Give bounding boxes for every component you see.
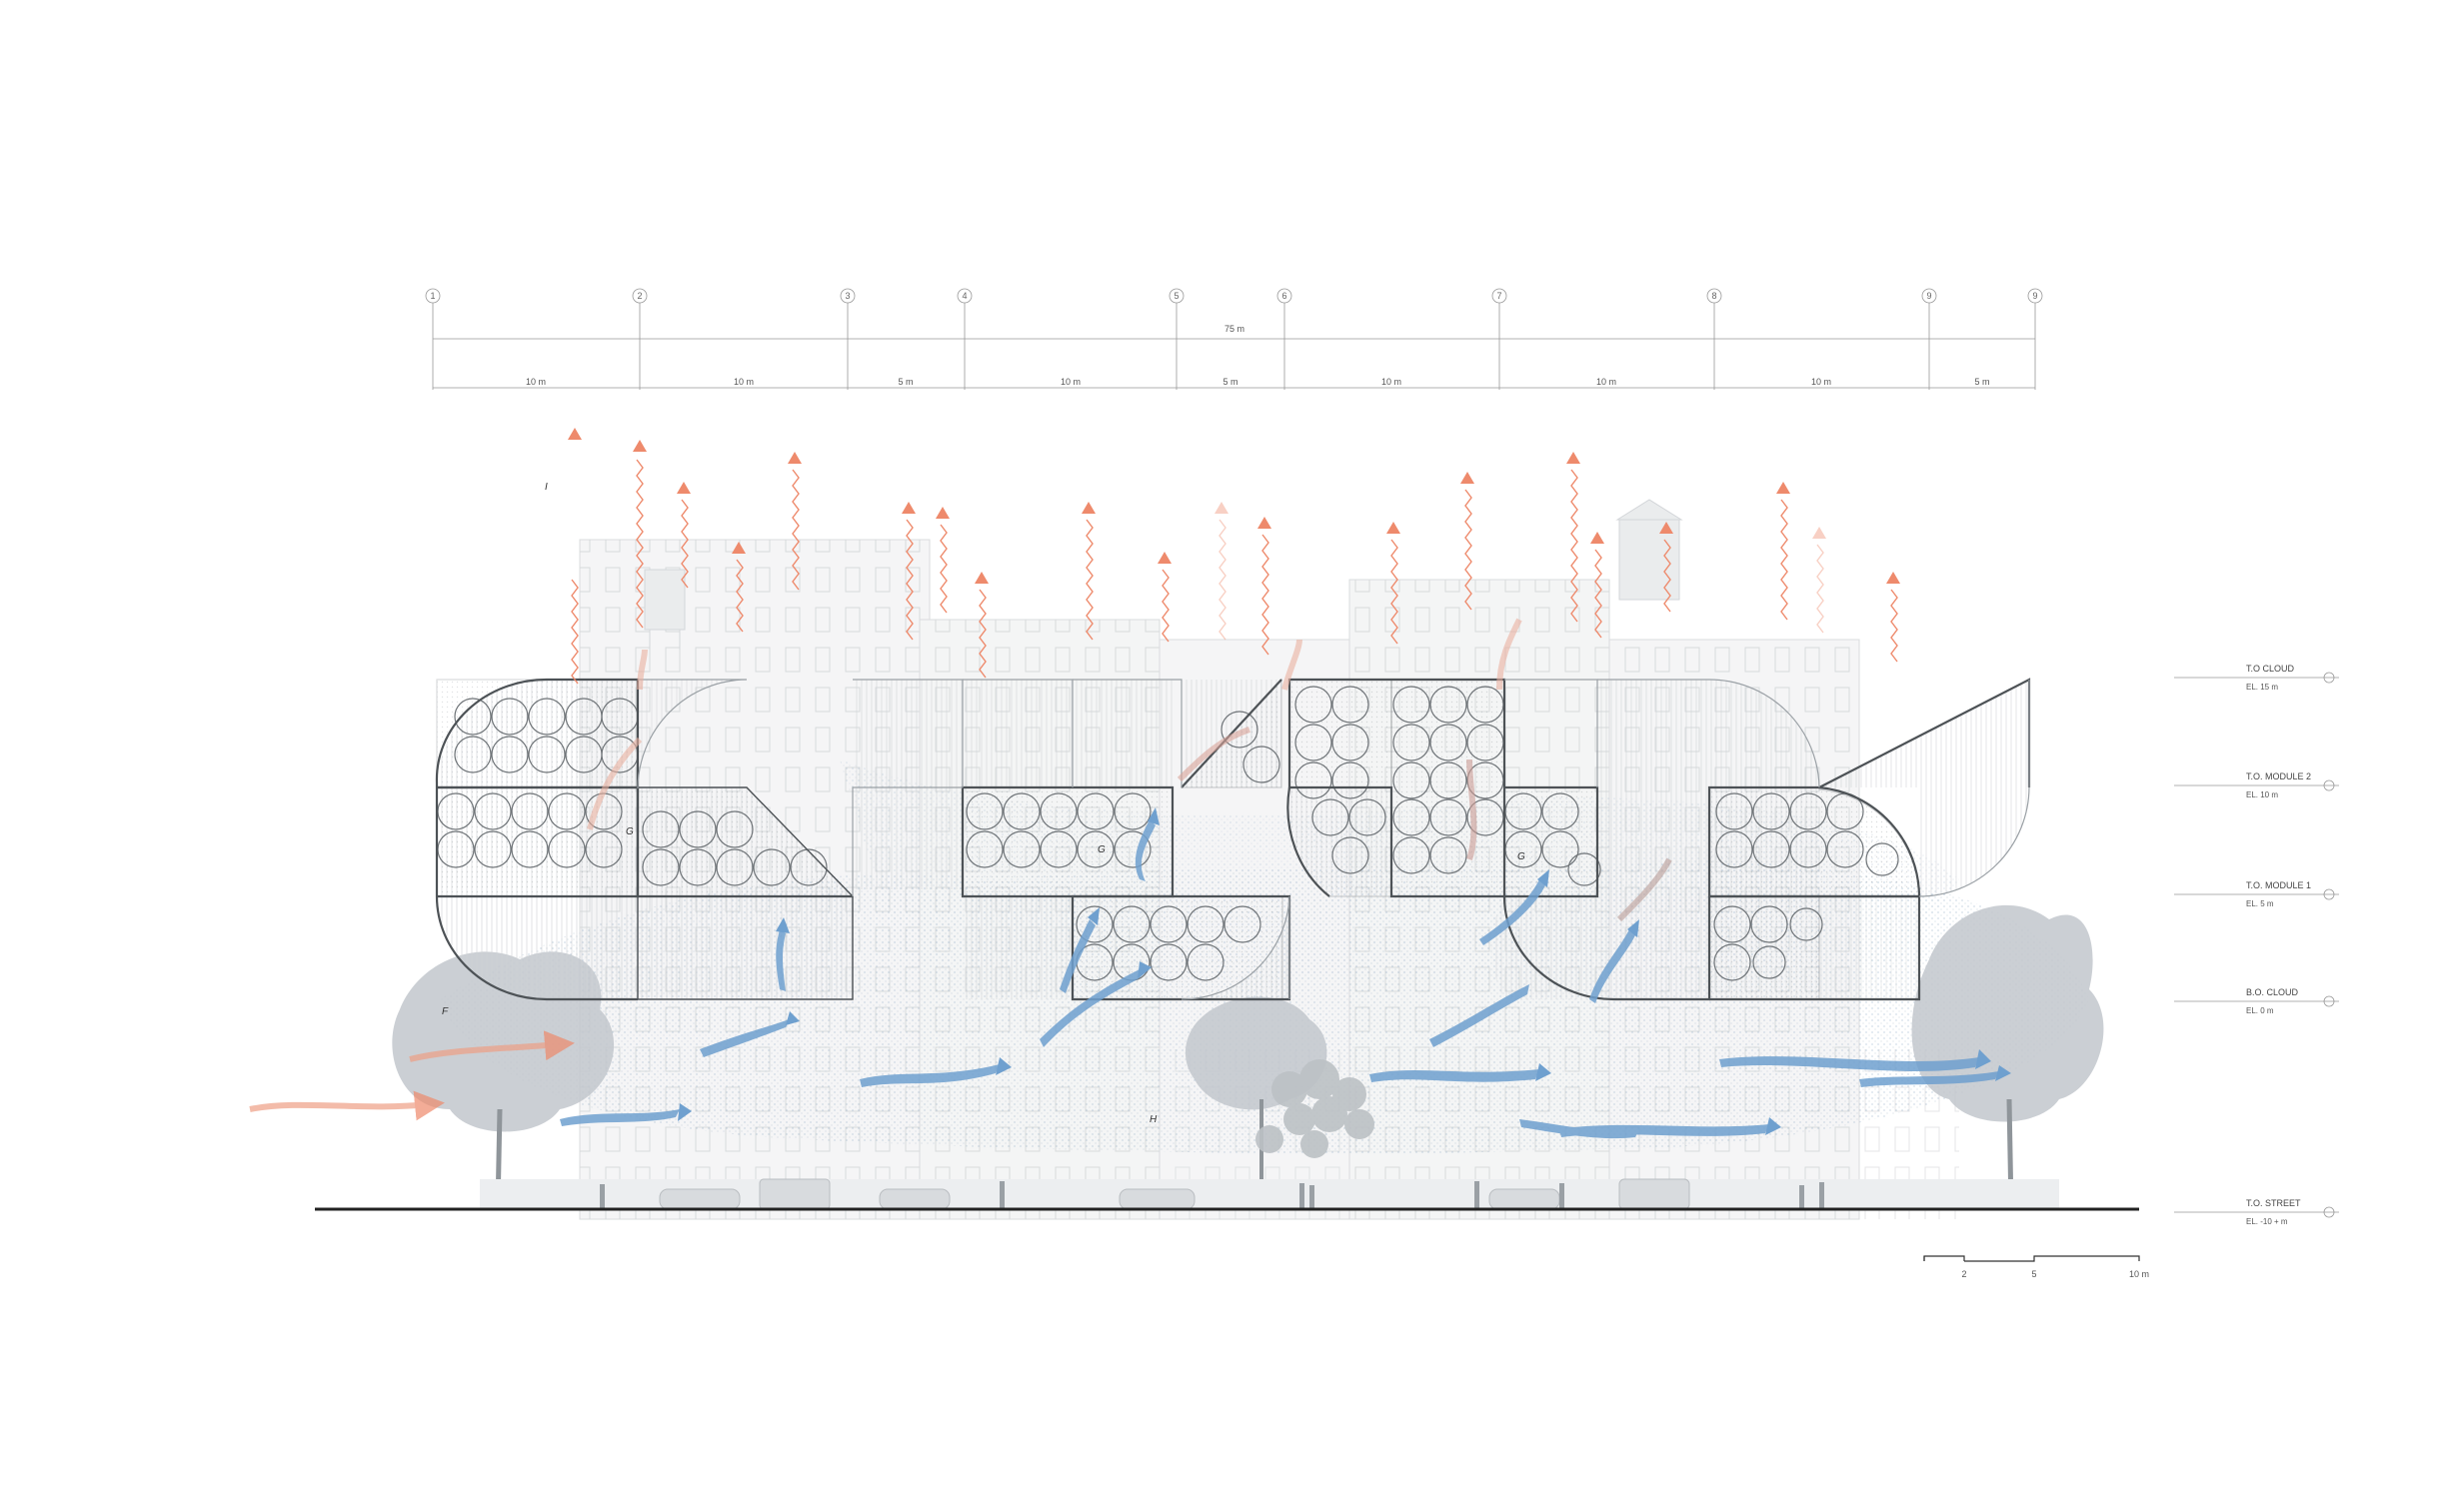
level-title: T.O. MODULE 2 [2246, 771, 2311, 781]
marker-label: G [1098, 844, 1106, 855]
module [436, 679, 639, 788]
scale-bar: 2 5 10 m [1923, 1255, 2149, 1279]
level-elevation: EL. 15 m [2246, 683, 2278, 692]
grid-number: 3 [845, 291, 850, 301]
warm-air-flow [249, 618, 1672, 1121]
rising-heat-waves [571, 459, 1898, 685]
span-dimension: 5 m [1974, 377, 1989, 387]
span-dimension: 10 m [734, 377, 754, 387]
structure-outline [435, 678, 2031, 1001]
balloon-cluster [1255, 1059, 1374, 1158]
grid-number: 1 [430, 291, 435, 301]
marker-label: G [1517, 851, 1525, 862]
overall-dimension: 75 m [1224, 324, 1244, 334]
grid-number: 9 [1926, 291, 1931, 301]
grid-number: 2 [637, 291, 642, 301]
span-dimension: 10 m [1811, 377, 1831, 387]
grid-number: 6 [1281, 291, 1286, 301]
cloud-structure [435, 678, 2031, 1001]
marker-label: H [1150, 1114, 1158, 1125]
span-dimension: 10 m [1061, 377, 1081, 387]
water-tank [644, 569, 686, 650]
grid-number: 9 [2032, 291, 2037, 301]
module [1503, 786, 1601, 897]
marker-label: F [442, 1006, 449, 1017]
street-level [480, 1178, 2059, 1210]
span-dimension: 10 m [1381, 377, 1401, 387]
heat-arrowheads [568, 428, 1900, 584]
grid-dimensions: 1 2 3 4 5 6 7 8 9 9 75 m 10 m 10 m 5 m 1… [425, 288, 2043, 390]
scale-label: 2 [1961, 1269, 1966, 1279]
scale-label: 10 m [2129, 1269, 2149, 1279]
module [436, 786, 638, 897]
level-elevation: EL. 10 m [2246, 790, 2278, 799]
grid-number: 8 [1711, 291, 1716, 301]
scale-label: 5 [2031, 1269, 2036, 1279]
level-title: T.O. MODULE 1 [2246, 880, 2311, 890]
pedestrians [600, 1181, 1824, 1209]
marker-label: I [545, 482, 548, 493]
cool-air-arrowheads [678, 807, 2011, 1135]
marker-label: G [626, 826, 634, 837]
module [1708, 786, 1920, 897]
grid-number: 7 [1496, 291, 1501, 301]
level-elevation: EL. -10 + m [2246, 1217, 2288, 1226]
module [1390, 679, 1505, 897]
level-title: B.O. CLOUD [2246, 987, 2299, 997]
level-markers: T.O CLOUD EL. 15 m T.O. MODULE 2 EL. 10 … [2174, 664, 2339, 1226]
cool-air-flow [560, 819, 1999, 1139]
level-elevation: EL. 0 m [2246, 1006, 2274, 1015]
module [962, 786, 1174, 897]
span-dimension: 5 m [898, 377, 913, 387]
span-dimension: 10 m [526, 377, 546, 387]
skin-outline [637, 679, 2030, 1000]
span-dimension: 10 m [1596, 377, 1616, 387]
level-elevation: EL. 5 m [2246, 899, 2274, 908]
span-dimension: 5 m [1223, 377, 1237, 387]
level-title: T.O CLOUD [2246, 664, 2295, 674]
module [1072, 895, 1283, 1000]
grid-number: 4 [962, 291, 967, 301]
module [1708, 895, 1823, 1000]
water-tank [1615, 499, 1683, 601]
grid-number: 5 [1174, 291, 1179, 301]
drawing-markers: I F H G G G [442, 482, 1525, 1125]
level-title: T.O. STREET [2246, 1198, 2301, 1208]
